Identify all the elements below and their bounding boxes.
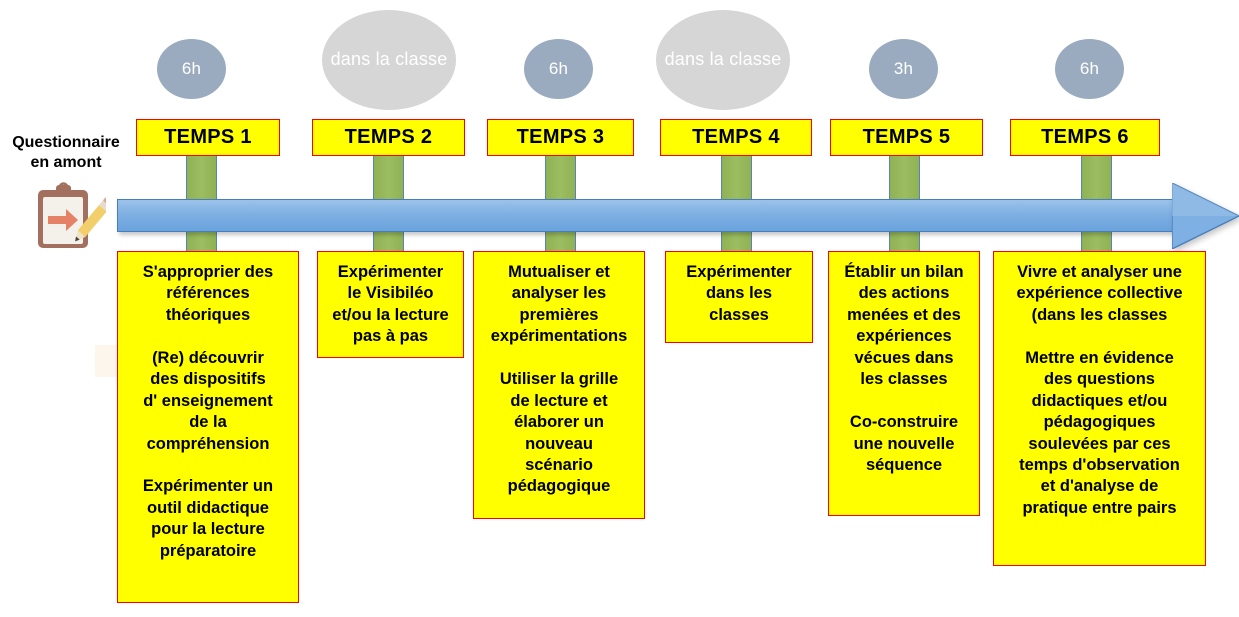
duration-badge-1: 6h [157,39,226,99]
duration-badge-3: 6h [524,39,593,99]
clipboard-arrow-pencil-icon [30,182,114,252]
phase-header-3[interactable]: TEMPS 3 [487,119,634,156]
duration-badge-5: 3h [869,39,938,99]
phase-header-6[interactable]: TEMPS 6 [1010,119,1160,156]
background-artifact [95,345,117,377]
phase-content-6[interactable]: Vivre et analyser une expérience collect… [993,251,1206,566]
questionnaire-label: Questionnaire en amont [12,134,120,172]
context-badge-4: dans la classe [656,10,790,110]
phase-header-2[interactable]: TEMPS 2 [312,119,465,156]
phase-header-4[interactable]: TEMPS 4 [660,119,812,156]
phase-content-1[interactable]: S'approprier des références théoriques (… [117,251,299,603]
phase-content-3[interactable]: Mutualiser et analyser les premières exp… [473,251,645,519]
phase-header-1[interactable]: TEMPS 1 [136,119,280,156]
context-badge-2: dans la classe [322,10,456,110]
phase-content-4[interactable]: Expérimenter dans les classes [665,251,813,343]
timeline-arrow-shaft [117,199,1193,232]
duration-badge-6: 6h [1055,39,1124,99]
phase-header-5[interactable]: TEMPS 5 [830,119,983,156]
phase-content-2[interactable]: Expérimenter le Visibiléo et/ou la lectu… [317,251,464,358]
phase-content-5[interactable]: Établir un bilan des actions menées et d… [828,251,980,516]
